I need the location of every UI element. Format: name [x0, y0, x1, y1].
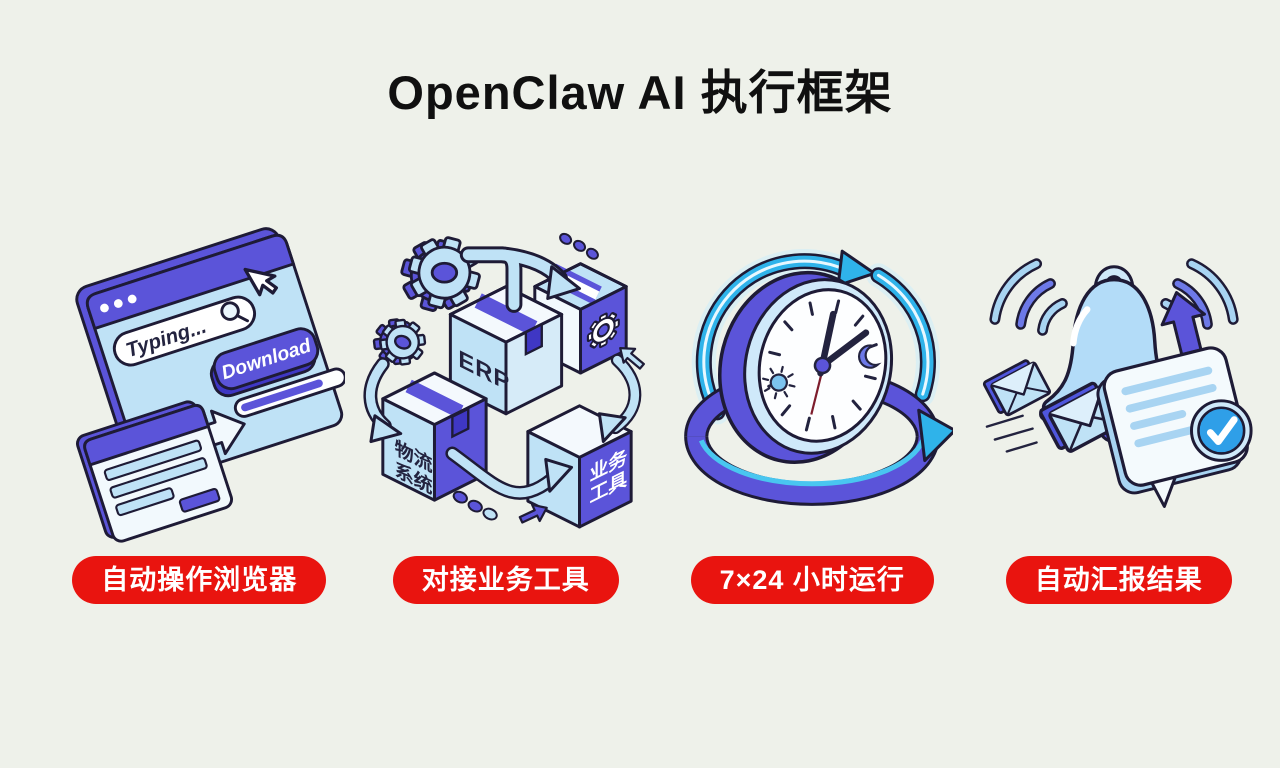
search-icon	[220, 301, 250, 323]
cycle-arrow-top-icon	[696, 249, 877, 421]
dots-bottom	[452, 490, 498, 521]
small-arrow-up-left-icon	[618, 346, 645, 370]
up-arrow-icon	[1160, 291, 1206, 357]
form-window	[76, 400, 234, 543]
clock-icon	[718, 270, 894, 464]
logistics-box: 物流 系统	[381, 371, 488, 502]
pipe-arrow-icon	[459, 246, 581, 313]
cycle-arrow-right-icon	[870, 267, 937, 403]
browser-automation-illustration: Typing... Download	[75, 227, 346, 543]
feature-tool-integration: ERP 物流 系统	[353, 205, 660, 604]
tool-integration-illustration: ERP 物流 系统	[363, 228, 645, 529]
dots-top	[558, 232, 599, 260]
feature-always-on: 7×24 小时运行	[659, 205, 966, 604]
gear-icon-small	[363, 309, 435, 375]
s-arrow-icon	[445, 446, 573, 500]
clock-face	[762, 299, 882, 432]
sun-icon	[762, 365, 796, 400]
auto-report-illustration	[981, 258, 1253, 508]
progress-bar	[234, 367, 346, 418]
sound-wave-left-icon	[989, 258, 1068, 336]
curved-arrow-left-icon	[363, 357, 402, 444]
feature-auto-report: 自动汇报结果	[966, 205, 1273, 604]
feature-row: Typing... Download	[0, 205, 1280, 604]
report-lines	[1121, 366, 1217, 448]
check-icon	[1189, 399, 1253, 462]
orbit-ring-front	[684, 408, 954, 506]
moon-icon	[858, 344, 882, 369]
page-title: OpenClaw AI 执行框架	[387, 66, 893, 119]
window-controls-icon	[100, 294, 137, 313]
feature-label-tool-integration: 对接业务工具	[392, 556, 619, 604]
cursor-icon	[243, 267, 279, 297]
always-on-illustration	[684, 249, 954, 506]
curved-arrow-right-icon	[597, 353, 642, 444]
feature-label-browser-automation: 自动操作浏览器	[72, 556, 327, 604]
search-bar	[113, 295, 257, 367]
feature-label-always-on: 7×24 小时运行	[690, 556, 934, 604]
small-arrow-purple-icon	[518, 503, 548, 524]
browser-titlebar	[86, 233, 296, 331]
gear-glyph-icon	[586, 305, 620, 355]
download-button	[212, 327, 320, 391]
feature-browser-automation: Typing... Download	[46, 205, 353, 604]
clock-hands	[810, 310, 870, 415]
speed-lines	[985, 414, 1038, 453]
feature-label-auto-report: 自动汇报结果	[1005, 556, 1232, 604]
report-bubble	[1096, 291, 1249, 508]
orbit-arrowhead-icon	[917, 408, 954, 463]
gear-icon	[392, 228, 489, 320]
